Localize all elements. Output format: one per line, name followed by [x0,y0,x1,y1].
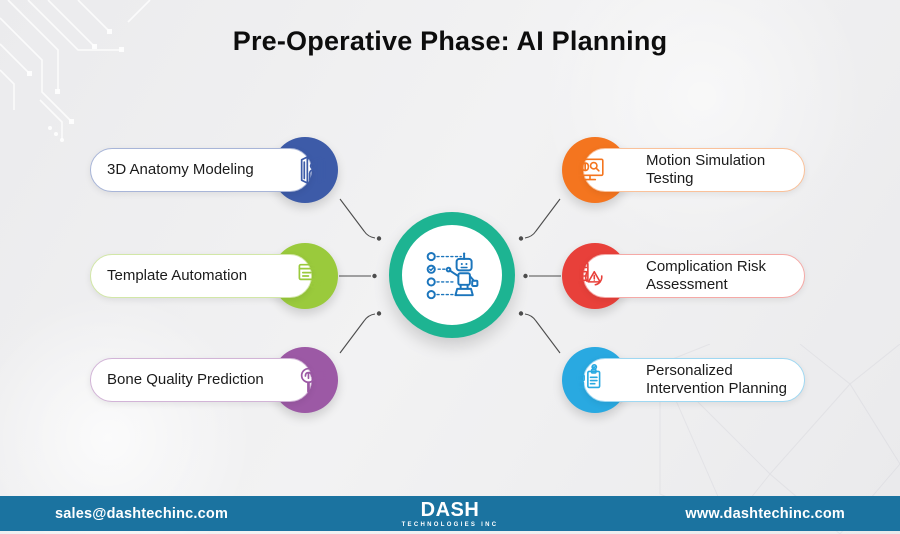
node-label: Template Automation [107,267,248,285]
footer-bar: sales@dashtechinc.com DASH TECHNOLOGIES … [0,496,900,531]
node-template-automation: Template Automation [90,243,338,309]
node-bone-quality-prediction: Bone Quality Prediction [90,347,338,413]
dash-logo: DASH TECHNOLOGIES INC [402,500,499,528]
footer-website: www.dashtechinc.com [685,505,845,522]
node-3d-anatomy-modeling: 3D Anatomy Modeling [90,137,338,203]
footer-email: sales@dashtechinc.com [55,505,229,522]
dash-logo-subtext: TECHNOLOGIES INC [401,522,499,528]
robot-planning-icon [426,251,479,300]
label-pill: Template Automation [90,254,312,298]
node-label: Motion Simulation Testing [646,152,766,187]
node-motion-simulation-testing: Motion Simulation Testing [562,137,805,203]
node-label: Bone Quality Prediction [107,371,264,389]
dash-logo-wordmark: DASH [420,499,480,521]
monitor-simulation-icon [576,158,604,181]
node-label: Complication Risk Assessment [646,258,767,293]
page-title: Pre-Operative Phase: AI Planning [232,26,668,56]
label-pill: Personalized Intervention Planning [583,358,805,402]
central-hub [389,212,515,338]
node-label: 3D Anatomy Modeling [107,161,254,179]
body-scanner-icon [300,156,326,184]
node-label: Personalized Intervention Planning [646,362,787,397]
label-pill: Bone Quality Prediction [90,358,312,402]
label-pill: Complication Risk Assessment [583,254,805,298]
label-pill: 3D Anatomy Modeling [90,148,312,192]
window-gears-icon [298,263,327,289]
magnifier-network-icon [300,367,326,393]
node-complication-risk-assessment: Complication Risk Assessment [562,243,805,309]
node-personalized-intervention-planning: Personalized Intervention Planning [562,347,805,413]
label-pill: Motion Simulation Testing [583,148,805,192]
checklist-warning-icon [577,262,603,286]
robot-checklist-icon [576,364,601,389]
